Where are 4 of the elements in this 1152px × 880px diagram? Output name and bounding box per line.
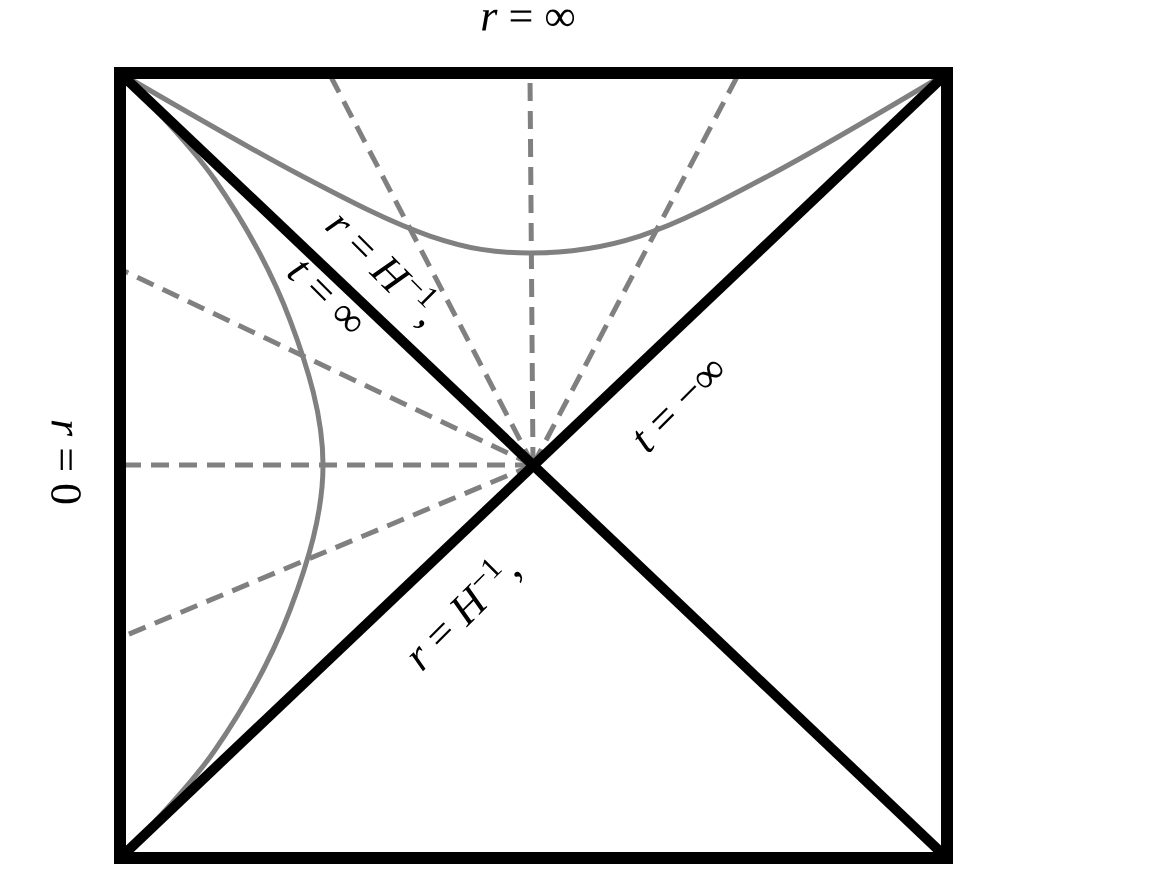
horizon-label: t = ∞: [287, 262, 361, 332]
horizon-label: t = −∞: [635, 361, 723, 453]
boundary-label: r = ∞: [482, 9, 575, 31]
boundary-label: r = 0: [51, 420, 81, 504]
